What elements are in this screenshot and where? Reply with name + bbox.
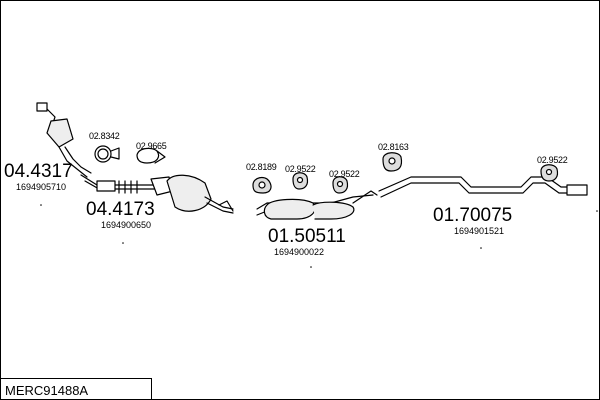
hanger-02-8163 bbox=[382, 152, 403, 172]
mount-02-9522-a bbox=[292, 172, 309, 190]
part-code-label: 04.4317 bbox=[4, 161, 73, 182]
accessory-code-label: 02.9522 bbox=[285, 164, 316, 174]
mount-02-9522-b bbox=[332, 176, 349, 194]
catalyst-middle bbox=[150, 174, 234, 214]
silencer-rear bbox=[256, 190, 378, 220]
oe-number-label: 1694905710 bbox=[16, 182, 67, 192]
part-code-label: 01.50511 bbox=[268, 226, 346, 247]
catalytic-converter-front bbox=[36, 102, 92, 178]
gasket-02-9665 bbox=[136, 147, 166, 164]
oe-number-label: 1694900650 bbox=[101, 220, 152, 230]
oe-number-label: 1694901521 bbox=[454, 226, 505, 236]
accessory-code-label: 02.8342 bbox=[89, 131, 120, 141]
part-code-label: 04.4173 bbox=[86, 199, 155, 220]
accessory-code-label: 02.8189 bbox=[246, 162, 277, 172]
mount-02-8189 bbox=[252, 176, 272, 194]
accessory-code-label: 02.9522 bbox=[537, 155, 568, 165]
accessory-code-label: 02.8163 bbox=[378, 142, 409, 152]
oe-number-label: 1694900022 bbox=[274, 247, 325, 257]
kit-code-box: MERC91488A bbox=[1, 378, 152, 399]
accessory-code-label: 02.9665 bbox=[136, 141, 167, 151]
kit-code-label: MERC91488A bbox=[5, 383, 89, 398]
mount-02-9522-c bbox=[540, 164, 559, 182]
accessory-code-label: 02.9522 bbox=[329, 169, 360, 179]
flex-pipe bbox=[80, 174, 172, 194]
part-code-label: 01.70075 bbox=[433, 205, 513, 226]
clamp-02-8342 bbox=[94, 145, 120, 163]
tail-pipe bbox=[378, 176, 588, 198]
